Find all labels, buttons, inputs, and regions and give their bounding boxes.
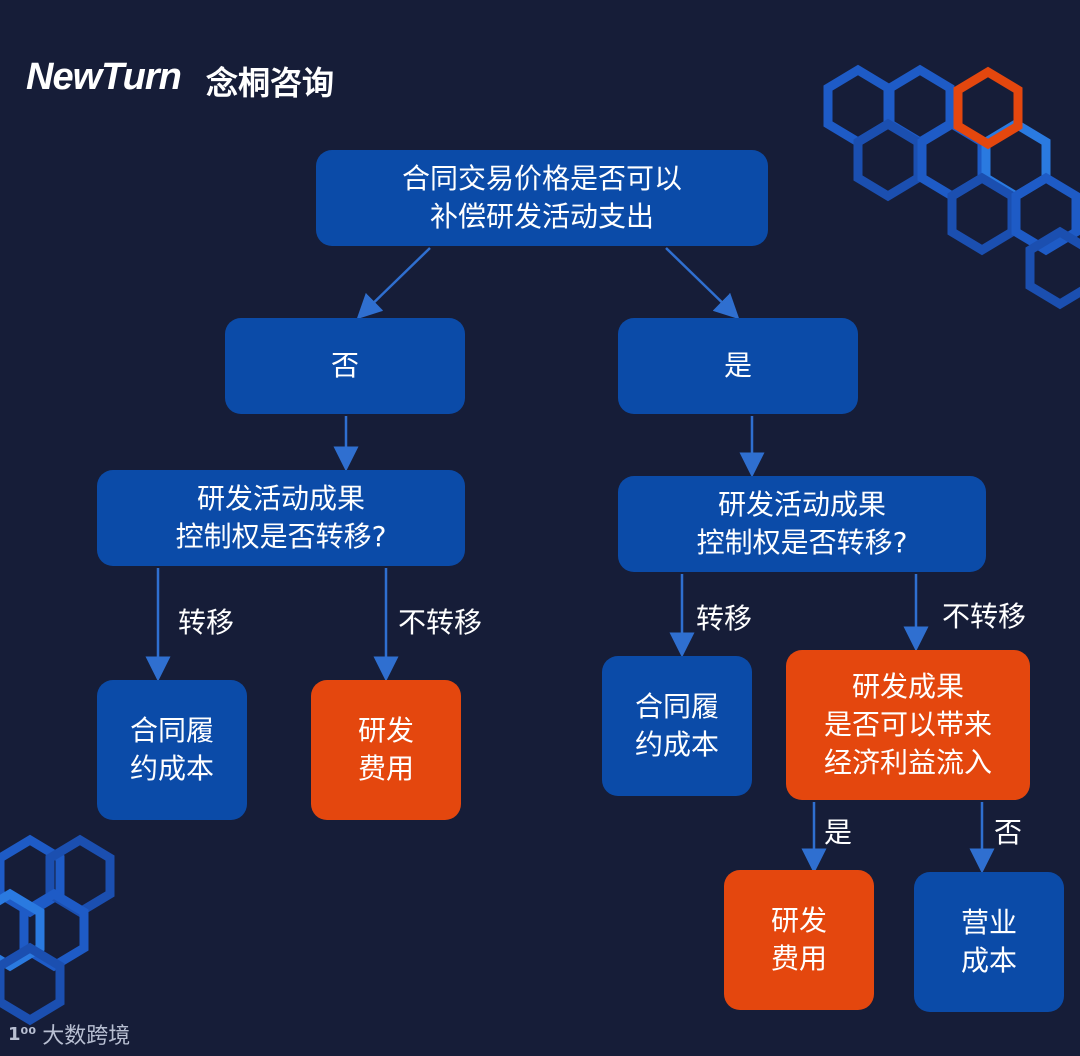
100-icon: 1⁰⁰ — [8, 1024, 36, 1045]
right-contract-cost-box: 合同履 约成本 — [602, 656, 752, 796]
root-question-box: 合同交易价格是否可以 补偿研发活动支出 — [316, 150, 768, 246]
answer-yes-box: 是 — [618, 318, 858, 414]
label-benefit-yes: 是 — [824, 816, 852, 850]
operating-cost-box: 营业 成本 — [914, 872, 1064, 1012]
economic-benefit-question-box: 研发成果 是否可以带来 经济利益流入 — [786, 650, 1030, 800]
brand-logo: NewTurn — [26, 56, 181, 99]
label-benefit-no: 否 — [994, 816, 1022, 850]
arrow-root-to-yes — [666, 248, 734, 314]
label-right-no-transfer: 不转移 — [942, 600, 1026, 634]
watermark-text: 大数跨境 — [42, 1018, 130, 1050]
arrow-root-to-no — [362, 248, 430, 314]
left-control-transfer-question: 研发活动成果 控制权是否转移? — [97, 470, 465, 566]
answer-no-box: 否 — [225, 318, 465, 414]
label-right-transfer: 转移 — [696, 602, 752, 636]
watermark: 1⁰⁰ 大数跨境 — [8, 1018, 130, 1050]
label-left-no-transfer: 不转移 — [398, 606, 482, 640]
left-contract-cost-box: 合同履 约成本 — [97, 680, 247, 820]
bottom-rd-expense-box: 研发 费用 — [724, 870, 874, 1010]
right-control-transfer-question: 研发活动成果 控制权是否转移? — [618, 476, 986, 572]
label-left-transfer: 转移 — [178, 606, 234, 640]
left-rd-expense-box: 研发 费用 — [311, 680, 461, 820]
brand-name-cn: 念桐咨询 — [206, 58, 334, 104]
